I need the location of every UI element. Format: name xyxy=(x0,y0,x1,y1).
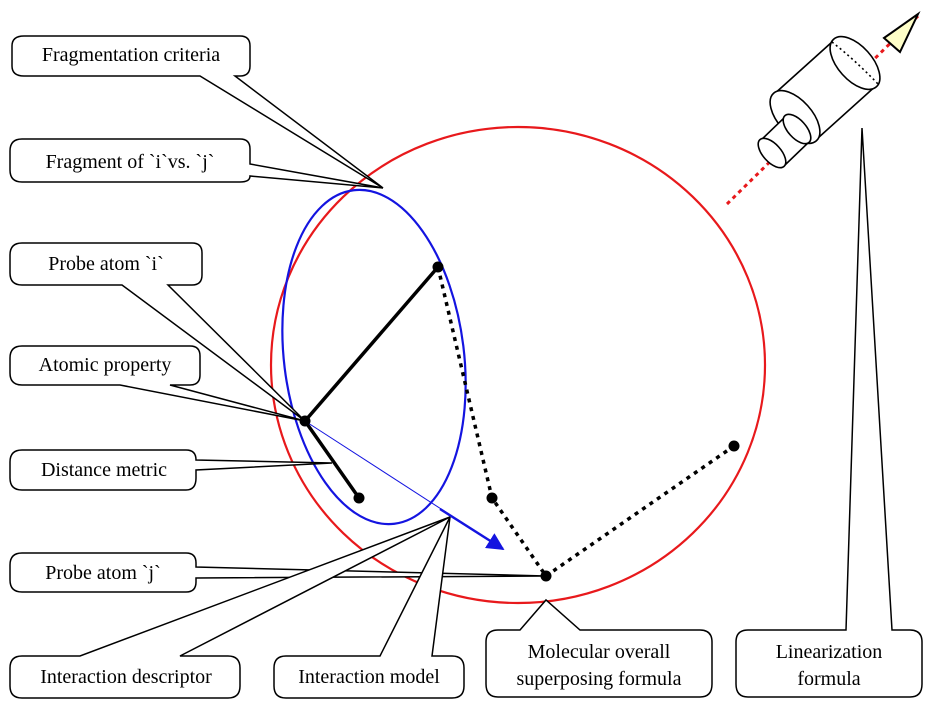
bond-dotted-1 xyxy=(436,266,548,577)
label-fragmentation-criteria: Fragmentation criteria xyxy=(42,44,220,66)
label-molecular-formula-line1: Molecular overall xyxy=(528,641,671,663)
molecule-circle xyxy=(269,125,767,605)
label-fragment-i-vs-j: Fragment of `i`vs. `j` xyxy=(46,151,215,173)
atom-lower-left xyxy=(353,492,365,504)
label-distance-metric: Distance metric xyxy=(41,459,167,481)
callout-interaction-descriptor: Interaction descriptor xyxy=(9,516,451,699)
camera-icon xyxy=(757,35,881,169)
label-molecular-formula-line2: superposing formula xyxy=(517,668,682,690)
label-interaction-descriptor: Interaction descriptor xyxy=(40,666,212,688)
atom-middle xyxy=(486,492,498,504)
callout-probe-atom-i: Probe atom `i` xyxy=(9,242,306,422)
callout-probe-atom-j: Probe atom `j` xyxy=(9,552,547,593)
label-probe-atom-j: Probe atom `j` xyxy=(45,562,161,584)
label-linearization-line1: Linearization xyxy=(776,641,883,663)
bond-solid-1 xyxy=(303,265,440,423)
callout-fragment-i-vs-j: Fragment of `i`vs. `j` xyxy=(9,138,384,189)
label-linearization-line2: formula xyxy=(797,668,860,690)
callout-atomic-property: Atomic property xyxy=(9,345,306,422)
callout-interaction-model: Interaction model xyxy=(273,516,465,699)
atom-right xyxy=(728,440,740,452)
callout-fragmentation-criteria: Fragmentation criteria xyxy=(11,35,384,189)
fragment-ellipse xyxy=(281,188,467,526)
callout-distance-metric: Distance metric xyxy=(9,449,333,491)
viewfinder-icon xyxy=(882,10,921,54)
atom-top xyxy=(432,261,444,273)
bond-dotted-2 xyxy=(545,444,735,578)
callout-linearization-formula: Linearization formula xyxy=(735,127,923,698)
callout-molecular-formula: Molecular overall superposing formula xyxy=(485,598,713,698)
label-probe-atom-i: Probe atom `i` xyxy=(48,253,164,275)
label-interaction-model: Interaction model xyxy=(298,666,440,688)
label-atomic-property: Atomic property xyxy=(39,354,172,376)
bond-solid-2 xyxy=(303,419,361,500)
